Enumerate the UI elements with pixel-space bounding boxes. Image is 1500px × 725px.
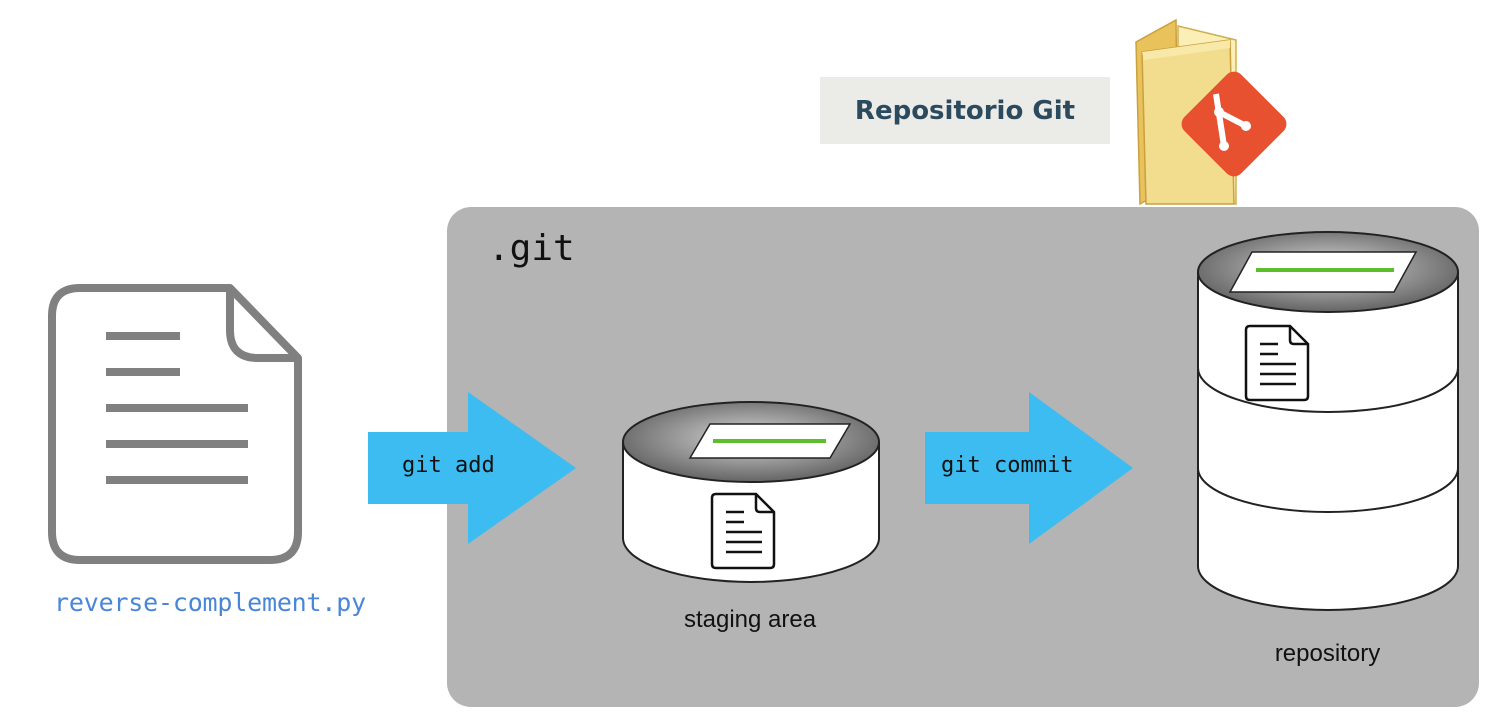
git-add-label: git add <box>402 453 495 478</box>
repo-badge: Repositorio Git <box>820 77 1110 144</box>
repository-label: repository <box>1274 640 1381 667</box>
git-directory-label: .git <box>488 228 575 269</box>
database-cylinder-icon <box>1197 231 1459 611</box>
staging-area-label: staging area <box>683 606 817 633</box>
arrow-right-icon <box>368 392 576 544</box>
git-folder-icon <box>1135 18 1287 206</box>
arrow-right-icon <box>925 392 1133 544</box>
database-cylinder-icon <box>622 401 880 583</box>
git-commit-label: git commit <box>941 453 1074 478</box>
document-icon <box>48 284 302 564</box>
file-name-label: reverse-complement.py <box>54 588 366 617</box>
